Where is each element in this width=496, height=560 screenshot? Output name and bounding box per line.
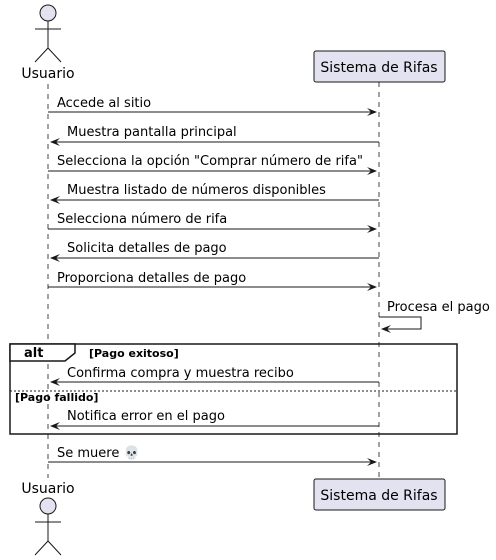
message-1-label: Accede al sitio [57, 96, 151, 111]
usuario-actor-top: Usuario [21, 4, 75, 82]
message-8-self: Procesa el pago [379, 300, 490, 333]
message-10-label: Notifica error en el pago [67, 409, 225, 424]
message-4-label: Muestra listado de números disponibles [67, 183, 326, 198]
message-5-label: Selecciona número de rifa [57, 212, 227, 227]
usuario-label-top: Usuario [21, 66, 74, 82]
message-6: Solicita detalles de pago [50, 241, 379, 262]
alt-fragment: alt [Pago exitoso] [Pago fallido] [9, 343, 458, 435]
alt-fragment-frame [9, 343, 458, 435]
message-2-label: Muestra pantalla principal [67, 125, 237, 140]
message-1: Accede al sitio [48, 96, 377, 116]
message-4: Muestra listado de números disponibles [50, 183, 379, 204]
usuario-actor-bottom: Usuario [21, 481, 75, 556]
alt-guard-2: [Pago fallido] [15, 391, 98, 404]
actor-figure-icon [34, 497, 62, 556]
message-8-label: Procesa el pago [387, 300, 490, 315]
message-10: Notifica error en el pago [50, 409, 379, 430]
message-7-label: Proporciona detalles de pago [57, 271, 246, 286]
sistema-label-top: Sistema de Rifas [320, 60, 437, 76]
message-11-label: Se muere 💀 [57, 445, 140, 461]
message-3: Selecciona la opción "Comprar número de … [48, 154, 377, 175]
alt-fragment-tab [9, 343, 76, 362]
message-5: Selecciona número de rifa [48, 212, 377, 233]
alt-guard-1: [Pago exitoso] [89, 347, 179, 360]
message-2: Muestra pantalla principal [50, 125, 379, 146]
message-8-arrow [379, 316, 422, 333]
message-6-label: Solicita detalles de pago [67, 241, 227, 256]
sistema-participant-bottom: Sistema de Rifas [313, 478, 446, 511]
alt-keyword: alt [24, 346, 43, 361]
message-9-label: Confirma compra y muestra recibo [67, 366, 294, 381]
message-9: Confirma compra y muestra recibo [50, 366, 379, 386]
message-11: Se muere 💀 [48, 445, 377, 466]
usuario-label-bottom: Usuario [21, 481, 74, 497]
message-3-label: Selecciona la opción "Comprar número de … [57, 154, 363, 169]
sistema-label-bottom: Sistema de Rifas [320, 488, 437, 504]
message-7: Proporciona detalles de pago [48, 271, 377, 291]
actor-figure-icon [34, 4, 62, 63]
sistema-participant-top: Sistema de Rifas [313, 50, 446, 83]
